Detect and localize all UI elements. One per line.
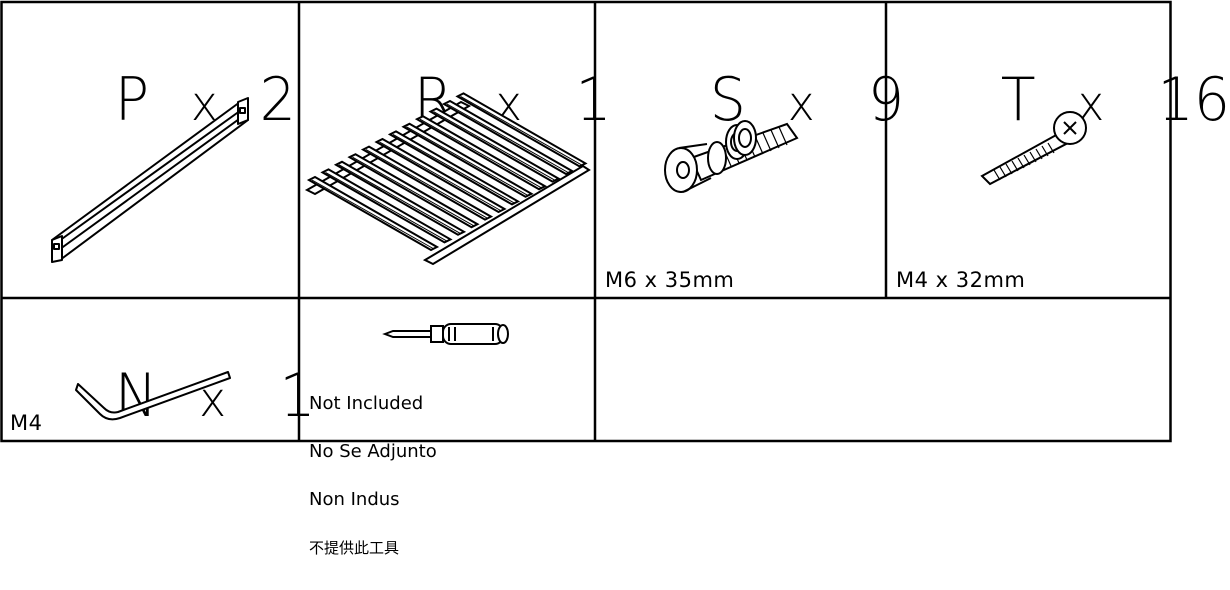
note-line-spanish: No Se Adjunto [309, 441, 437, 462]
slat-edge [379, 141, 502, 212]
slat-edge [311, 179, 435, 250]
empty-cell [595, 298, 1173, 443]
tool-cell: Not Included No Se Adjunto Non Indus 不提供… [299, 298, 595, 556]
grid-lines [0, 0, 1172, 443]
part-letter: P [114, 65, 150, 135]
slat-edge [338, 164, 462, 235]
part-size-t: M4 x 32mm [896, 268, 1026, 292]
screw-icon [980, 111, 1087, 186]
part-times: x [787, 76, 815, 132]
tool-not-included-note: Not Included No Se Adjunto Non Indus 不提供… [309, 364, 437, 588]
slat-edge [325, 171, 448, 242]
part-quantity: 1 [279, 361, 316, 431]
slat-edge [446, 103, 570, 174]
part-size-n: M4 [10, 411, 43, 435]
screwdriver-icon [382, 323, 509, 345]
slat-edge [352, 156, 475, 227]
slat-edge [433, 111, 556, 182]
part-letter: S [709, 65, 746, 135]
slat [360, 145, 494, 221]
part-letter: T [1000, 65, 1036, 135]
slat [401, 122, 534, 198]
slat-edge [406, 126, 529, 197]
slat [455, 92, 588, 168]
slat-edge [365, 149, 489, 220]
part-quantity: 9 [867, 65, 905, 135]
slat-roll-icon [304, 92, 591, 266]
part-quantity: 2 [259, 65, 296, 135]
bolt-with-washers-icon [664, 120, 799, 193]
slat [333, 160, 467, 236]
slat-edge [392, 133, 516, 204]
allen-key-icon [75, 371, 231, 421]
support-rail-icon [51, 97, 249, 263]
slat-edge [460, 95, 583, 166]
slat-edge [419, 118, 543, 189]
slat [320, 168, 453, 244]
note-line-english: Not Included [309, 393, 424, 414]
slat [414, 115, 548, 191]
slat [387, 130, 521, 206]
slat [347, 153, 480, 229]
slat [374, 137, 507, 214]
note-line-french: Non Indus [309, 489, 400, 510]
slat [306, 175, 440, 252]
part-size-s: M6 x 35mm [605, 268, 735, 292]
part-times: x [190, 76, 218, 132]
note-line-chinese: 不提供此工具 [309, 539, 400, 557]
slat [428, 107, 561, 183]
slat [441, 99, 575, 176]
part-quantity: 1 [575, 65, 612, 135]
part-quantity: 16 [1157, 65, 1230, 135]
